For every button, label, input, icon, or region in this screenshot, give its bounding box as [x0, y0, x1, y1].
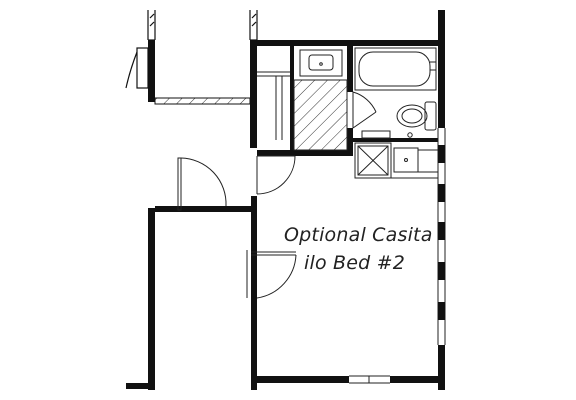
wall-top: [250, 40, 445, 46]
bathtub-icon: [354, 47, 437, 91]
wall-bottom-right: [390, 376, 445, 383]
wall-bath-lower: [347, 128, 353, 156]
shower-icon: [354, 142, 438, 179]
wall-left-bottom: [126, 383, 155, 389]
door-swing-icon: [177, 91, 377, 299]
wall-right-lower: [438, 345, 445, 390]
wall-bottom-left: [251, 376, 349, 383]
window-right-mullions: [438, 145, 445, 320]
wall-corridor: [155, 206, 251, 212]
left-window: [125, 47, 149, 89]
wall-bath-divider: [347, 46, 353, 92]
wall-bath-floor: [257, 150, 353, 156]
wall-closet-divider: [290, 46, 294, 154]
wall-right-upper: [438, 10, 445, 128]
wall-left-lower: [148, 208, 155, 390]
closet-area: [257, 71, 290, 140]
wall-center-upper: [250, 40, 257, 148]
wall-center-lower: [251, 196, 257, 390]
vanity: [361, 130, 391, 139]
walls: [126, 10, 445, 390]
hatched-linen-closet: [293, 79, 348, 151]
room-label-line-1: Optional Casita: [284, 224, 433, 246]
window-bottom: [349, 375, 390, 384]
beam: [154, 97, 251, 105]
sink-icon: [299, 49, 343, 77]
room-label-line-2: ilo Bed #2: [304, 252, 406, 274]
wall-stubs: [147, 10, 258, 41]
wall-left-upper: [148, 40, 155, 102]
wall-shower-top: [353, 138, 438, 142]
toilet-icon: [396, 101, 437, 138]
